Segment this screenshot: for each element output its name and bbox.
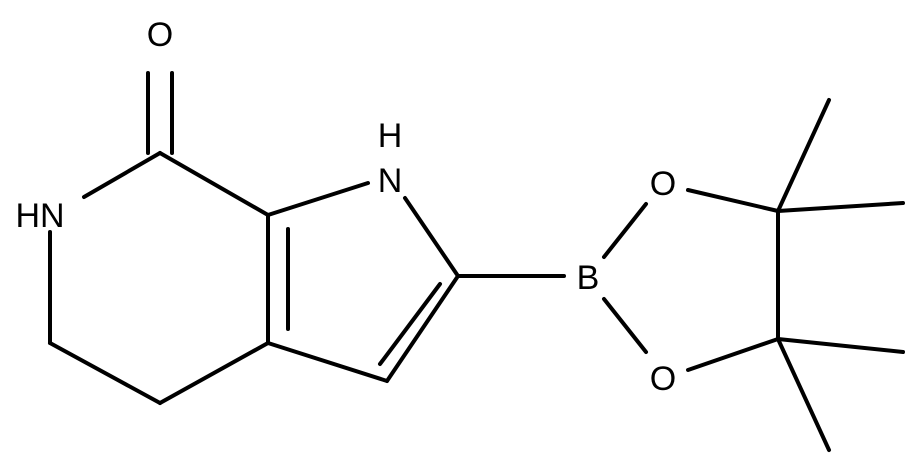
- bond-c7a-n1: [266, 181, 370, 217]
- bond-o-top-c: [686, 188, 780, 213]
- atom-amide-nh: HN: [15, 197, 64, 235]
- atom-carbonyl-oxygen: O: [147, 16, 173, 54]
- bond-methyl-3: [776, 337, 905, 354]
- bond-methyl-4: [776, 337, 831, 452]
- bond-c5-c4: [48, 341, 162, 405]
- bond-c7-n6: [82, 151, 162, 199]
- bond-c7-c7a: [158, 151, 270, 217]
- bond-o-bottom-c: [686, 337, 780, 372]
- bond-boron-o-bottom: [602, 297, 648, 354]
- bond-c2-c3-inner: [378, 282, 442, 366]
- bond-c3a-c3: [266, 341, 389, 383]
- bond-boron-o-top: [602, 202, 648, 259]
- atom-pyrrole-n: N: [378, 162, 403, 200]
- bond-methyl-2: [776, 201, 905, 213]
- atom-boron: B: [577, 259, 600, 297]
- atom-pyrrole-h: H: [378, 117, 403, 155]
- bond-n1-c2: [403, 196, 460, 278]
- bond-methyl-1: [776, 98, 831, 213]
- atom-boronate-o-bottom: O: [650, 360, 676, 398]
- atom-boronate-o-top: O: [650, 165, 676, 203]
- bond-c4-c3a: [158, 341, 270, 405]
- bond-c2-c3: [385, 274, 460, 383]
